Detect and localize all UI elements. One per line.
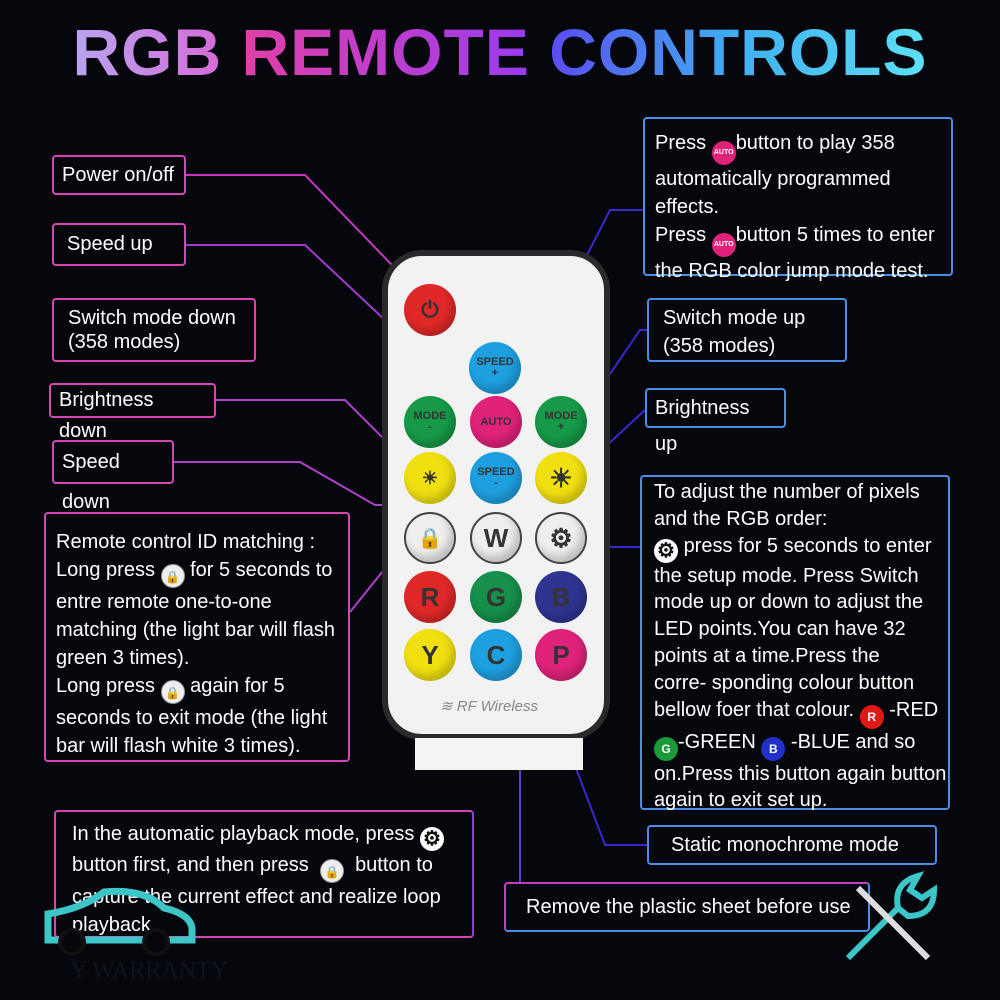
power-button[interactable]: ⏻ bbox=[404, 284, 456, 336]
gear-icon: ⚙ bbox=[654, 538, 678, 563]
power-label: Power on/off bbox=[52, 155, 186, 195]
gear-button[interactable]: ⚙ bbox=[535, 512, 587, 564]
rf-wireless-label: ≋ RF Wireless bbox=[440, 698, 539, 715]
wrench-icon bbox=[845, 871, 938, 961]
mode-up-label: Switch mode up(358 modes) bbox=[647, 298, 847, 362]
cyan-button[interactable]: C bbox=[470, 629, 522, 681]
speed-down-label: Speed down bbox=[52, 440, 174, 513]
mode-down-button[interactable]: MODE- bbox=[404, 396, 456, 448]
page-title: RGB REMOTE CONTROLS bbox=[72, 15, 928, 89]
red-icon: R bbox=[859, 704, 884, 729]
loop-playback-box: In the automatic playback mode, press ⚙ … bbox=[54, 810, 474, 938]
red-button[interactable]: R bbox=[404, 571, 456, 623]
brightness-up-button[interactable]: ☀ bbox=[535, 452, 587, 504]
plastic-sheet-tab bbox=[415, 738, 583, 770]
green-button[interactable]: G bbox=[470, 571, 522, 623]
white-button[interactable]: W bbox=[470, 512, 522, 564]
purple-button[interactable]: P bbox=[535, 629, 587, 681]
auto-button[interactable]: AUTO bbox=[470, 396, 522, 448]
speed-down-button[interactable]: SPEED- bbox=[470, 452, 522, 504]
plastic-sheet-label: Remove the plastic sheet before use bbox=[504, 882, 870, 932]
watermark-text: Y WARRANTY bbox=[70, 958, 229, 984]
speed-up-label: Speed up bbox=[52, 223, 186, 266]
brightness-down-label: Brightness down bbox=[49, 383, 216, 442]
mode-down-label: Switch mode down(358 modes) bbox=[52, 298, 256, 362]
brightness-down-button[interactable]: ☀ bbox=[404, 452, 456, 504]
auto-icon: AUTO bbox=[711, 233, 736, 257]
lock-icon: 🔒 bbox=[160, 564, 185, 588]
id-matching-box: Remote control ID matching : Long press … bbox=[44, 512, 350, 762]
wifi-icon: ≋ bbox=[440, 698, 453, 715]
brightness-up-label: Brightness up bbox=[645, 388, 786, 455]
lock-button[interactable]: 🔒 bbox=[404, 512, 456, 564]
speed-up-button[interactable]: SPEED+ bbox=[469, 342, 521, 394]
lock-icon: 🔒 bbox=[160, 680, 185, 704]
blue-button[interactable]: B bbox=[535, 571, 587, 623]
lock-icon: 🔒 bbox=[319, 859, 344, 883]
car-icon bbox=[44, 887, 196, 956]
green-icon: G bbox=[654, 736, 678, 761]
mode-up-button[interactable]: MODE+ bbox=[535, 396, 587, 448]
blue-icon: B bbox=[761, 736, 786, 761]
pixel-setup-box: To adjust the number of pixels and the R… bbox=[640, 475, 950, 811]
gear-icon: ⚙ bbox=[419, 827, 444, 851]
static-mode-label: Static monochrome mode bbox=[647, 825, 937, 865]
auto-icon: AUTO bbox=[711, 141, 736, 165]
yellow-button[interactable]: Y bbox=[404, 629, 456, 681]
